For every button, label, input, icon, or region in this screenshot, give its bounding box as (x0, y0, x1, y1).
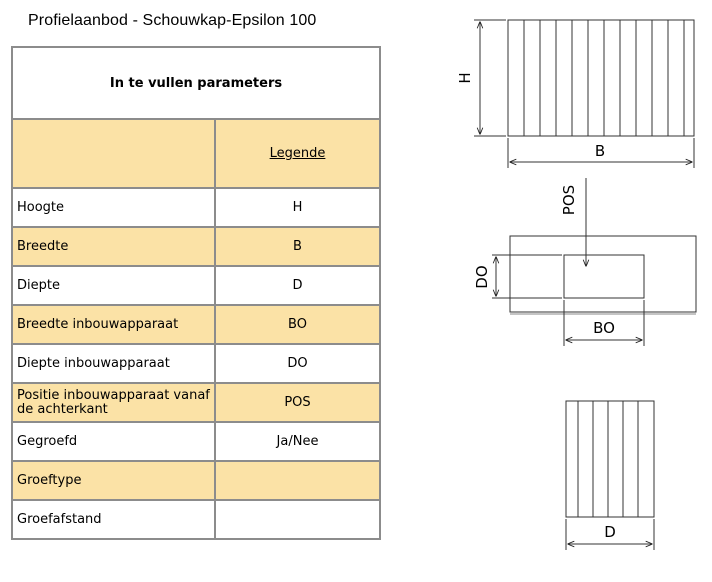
table-header-row: In te vullen parameters (11, 46, 381, 120)
param-code: Ja/Nee (214, 421, 381, 462)
top-view (492, 178, 697, 346)
param-code: DO (214, 343, 381, 384)
param-code: BO (214, 304, 381, 345)
param-name: Breedte (11, 226, 216, 267)
legend-empty-cell (11, 118, 216, 189)
table-row: Hoogte H (11, 187, 381, 228)
table-row: Positie inbouwapparaat vanaf de achterka… (11, 382, 381, 423)
param-name: Gegroefd (11, 421, 216, 462)
table-row: Breedte inbouwapparaat BO (11, 304, 381, 345)
param-code: B (214, 226, 381, 267)
parameters-table: In te vullen parameters Legende Hoogte H… (11, 46, 381, 540)
depth-label: D (604, 523, 616, 541)
appliance-width-label: BO (593, 319, 615, 337)
legend-label: Legende (269, 146, 326, 161)
param-code: POS (214, 382, 381, 423)
table-row: Groefafstand (11, 499, 381, 540)
side-view-outline (565, 400, 655, 518)
table-header: In te vullen parameters (11, 46, 381, 120)
param-name: Positie inbouwapparaat vanaf de achterka… (11, 382, 216, 423)
table-row: Gegroefd Ja/Nee (11, 421, 381, 462)
width-label: B (595, 142, 605, 160)
param-code (214, 460, 381, 501)
param-code: D (214, 265, 381, 306)
position-label: POS (560, 185, 578, 215)
param-name: Groeftype (11, 460, 216, 501)
param-code (214, 499, 381, 540)
param-name: Diepte inbouwapparaat (11, 343, 216, 384)
height-label: H (456, 72, 474, 83)
front-view (474, 19, 695, 168)
page-title: Profielaanbod - Schouwkap-Epsilon 100 (28, 12, 317, 29)
param-name: Groefafstand (11, 499, 216, 540)
param-code: H (214, 187, 381, 228)
front-view-outline (507, 19, 695, 137)
top-view-outline (509, 235, 697, 313)
param-name: Breedte inbouwapparaat (11, 304, 216, 345)
legend-row: Legende (11, 118, 381, 189)
table-row: Diepte D (11, 265, 381, 306)
table-row: Groeftype (11, 460, 381, 501)
legend-cell: Legende (214, 118, 381, 189)
param-name: Hoogte (11, 187, 216, 228)
appliance-cutout (563, 254, 645, 299)
table-row: Diepte inbouwapparaat DO (11, 343, 381, 384)
param-name: Diepte (11, 265, 216, 306)
table-row: Breedte B (11, 226, 381, 267)
appliance-depth-label: DO (473, 265, 491, 288)
side-view (565, 400, 655, 550)
